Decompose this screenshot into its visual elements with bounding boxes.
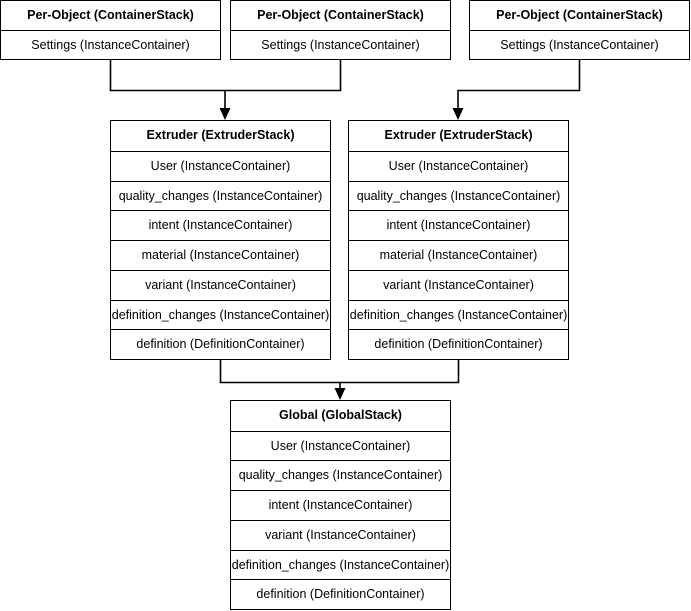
arrowhead-to-global — [334, 388, 346, 400]
node-row-intent: intent (InstanceContainer) — [111, 210, 330, 240]
node-row-definition-changes: definition_changes (InstanceContainer) — [111, 299, 330, 330]
node-row-user: User (InstanceContainer) — [349, 150, 568, 181]
connector-extruder-2-to-global — [340, 360, 460, 384]
node-row-settings: Settings (InstanceContainer) — [470, 29, 689, 59]
node-row-intent: intent (InstanceContainer) — [231, 490, 450, 520]
node-row-material: material (InstanceContainer) — [349, 240, 568, 270]
connector-per-object-3-to-extruder-2 — [457, 60, 581, 113]
node-row-quality-changes: quality_changes (InstanceContainer) — [111, 180, 330, 211]
node-row-definition-changes: definition_changes (InstanceContainer) — [349, 299, 568, 330]
node-extruder-1[interactable]: Extruder (ExtruderStack) User (InstanceC… — [110, 120, 331, 360]
node-row-settings: Settings (InstanceContainer) — [1, 29, 220, 59]
connector-per-object-1-to-extruder-1 — [109, 60, 226, 113]
node-row-definition: definition (DefinitionContainer) — [111, 329, 330, 359]
node-row-intent: intent (InstanceContainer) — [349, 210, 568, 240]
arrowhead-to-extruder-1 — [219, 108, 231, 120]
node-row-variant: variant (InstanceContainer) — [111, 269, 330, 300]
node-per-object-2[interactable]: Per-Object (ContainerStack) Settings (In… — [230, 0, 451, 60]
node-row-variant: variant (InstanceContainer) — [349, 269, 568, 300]
node-row-variant: variant (InstanceContainer) — [231, 519, 450, 550]
node-row-user: User (InstanceContainer) — [231, 430, 450, 461]
node-extruder-2[interactable]: Extruder (ExtruderStack) User (InstanceC… — [348, 120, 569, 360]
node-row-material: material (InstanceContainer) — [111, 240, 330, 270]
node-header: Extruder (ExtruderStack) — [111, 121, 330, 151]
node-row-user: User (InstanceContainer) — [111, 150, 330, 181]
node-row-quality-changes: quality_changes (InstanceContainer) — [231, 460, 450, 491]
arrowhead-to-extruder-2 — [452, 108, 464, 120]
node-header: Extruder (ExtruderStack) — [349, 121, 568, 151]
node-row-definition: definition (DefinitionContainer) — [349, 329, 568, 359]
node-per-object-1[interactable]: Per-Object (ContainerStack) Settings (In… — [0, 0, 221, 60]
connector-per-object-2-to-extruder-1 — [225, 60, 342, 92]
node-header: Per-Object (ContainerStack) — [231, 1, 450, 30]
node-header: Global (GlobalStack) — [231, 401, 450, 431]
node-global[interactable]: Global (GlobalStack) User (InstanceConta… — [230, 400, 451, 610]
node-row-definition: definition (DefinitionContainer) — [231, 579, 450, 610]
connector-extruder-1-to-global — [219, 360, 341, 393]
node-header: Per-Object (ContainerStack) — [470, 1, 689, 30]
node-row-definition-changes: definition_changes (InstanceContainer) — [231, 549, 450, 580]
node-row-settings: Settings (InstanceContainer) — [231, 29, 450, 59]
node-header: Per-Object (ContainerStack) — [1, 1, 220, 30]
node-per-object-3[interactable]: Per-Object (ContainerStack) Settings (In… — [469, 0, 690, 60]
node-row-quality-changes: quality_changes (InstanceContainer) — [349, 180, 568, 211]
